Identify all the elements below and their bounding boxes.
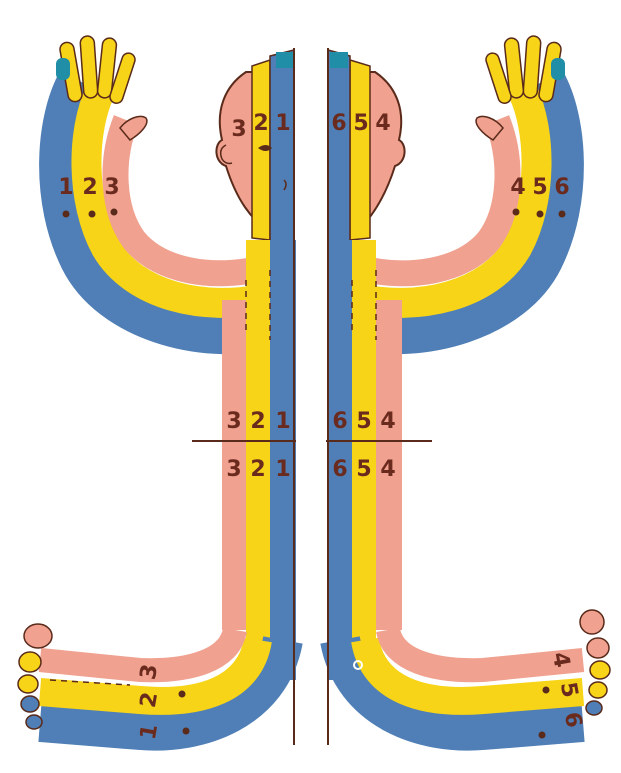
left-hand-fingers <box>59 36 137 105</box>
right-finger-teal <box>551 58 565 80</box>
label-right-waist-upper-1: 6 <box>332 409 347 434</box>
label-right-waist-lower-1: 6 <box>332 457 347 482</box>
label-left-head-1: 3 <box>231 117 246 142</box>
label-right-waist-lower-2: 5 <box>356 457 371 482</box>
label-left-waist-lower-3: 1 <box>275 457 290 482</box>
right-body-yellow <box>352 240 376 650</box>
right-head-teal <box>330 52 348 68</box>
label-right-waist-upper-3: 4 <box>380 409 395 434</box>
right-toes <box>580 610 610 715</box>
right-hand-fingers <box>484 36 562 105</box>
label-left-waist-upper-2: 2 <box>250 409 265 434</box>
label-left-waist-lower-1: 3 <box>226 457 241 482</box>
label-right-head-3: 4 <box>375 111 390 136</box>
right-head-yellow <box>350 60 370 240</box>
label-left-waist-lower-2: 2 <box>250 457 265 482</box>
label-right-waist-lower-3: 4 <box>380 457 395 482</box>
label-left-waist-upper-1: 3 <box>226 409 241 434</box>
left-body-yellow <box>246 240 270 650</box>
label-left-hand-2: 2 <box>82 175 97 200</box>
left-figure <box>18 36 296 745</box>
label-left-head-2: 2 <box>253 111 268 136</box>
label-left-waist-upper-3: 1 <box>275 409 290 434</box>
label-right-head-1: 6 <box>331 111 346 136</box>
right-figure <box>328 36 610 745</box>
left-finger-teal <box>56 58 70 80</box>
label-right-head-2: 5 <box>353 111 368 136</box>
label-right-hand-3: 6 <box>554 175 569 200</box>
label-right-hand-1: 4 <box>510 175 525 200</box>
label-right-waist-upper-2: 5 <box>356 409 371 434</box>
left-head-blue <box>270 50 294 250</box>
label-right-hand-2: 5 <box>532 175 547 200</box>
left-head-teal <box>276 52 294 68</box>
right-head-blue <box>328 50 350 250</box>
label-left-hand-1: 1 <box>58 175 73 200</box>
label-left-head-3: 1 <box>275 111 290 136</box>
label-left-hand-3: 3 <box>104 175 119 200</box>
